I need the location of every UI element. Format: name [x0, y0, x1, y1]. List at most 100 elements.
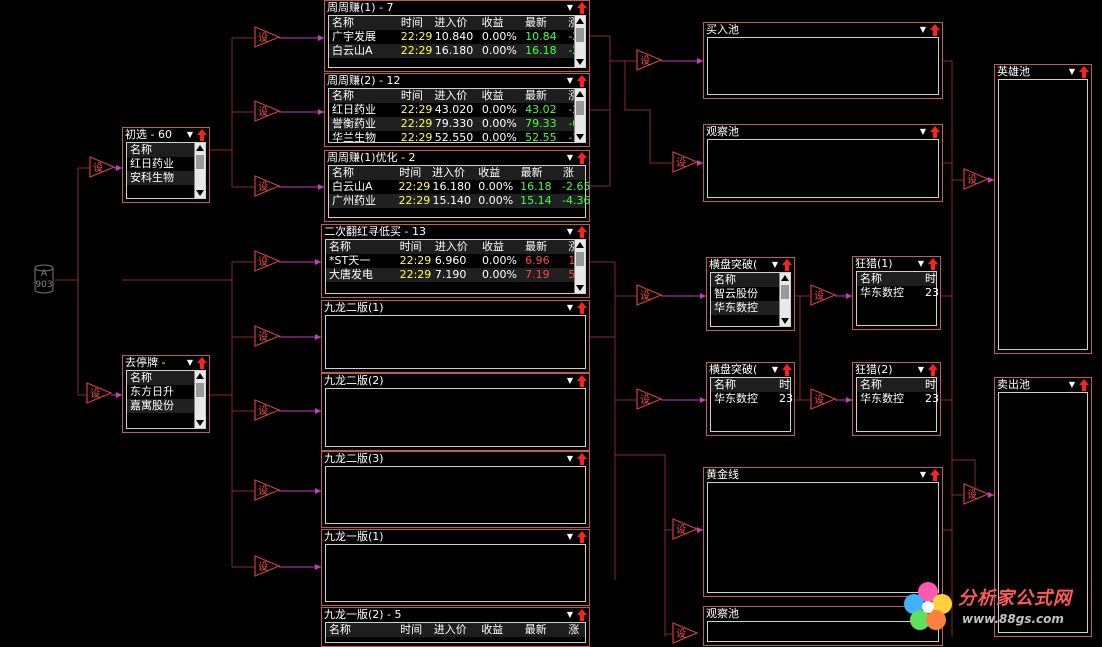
panel-list[interactable]: [707, 482, 939, 593]
panel-list[interactable]: [707, 37, 939, 95]
panel-list[interactable]: [325, 315, 586, 369]
panel-p-jl2-3[interactable]: 九龙二版(3)▼: [321, 451, 590, 528]
up-arrow-icon[interactable]: [577, 302, 587, 314]
panel-list[interactable]: 名称东方日升嘉寓股份: [126, 370, 206, 429]
up-arrow-icon[interactable]: [1079, 66, 1089, 78]
dropdown-icon[interactable]: ▼: [566, 376, 574, 385]
condition-node-icon[interactable]: 设: [254, 555, 281, 577]
condition-node-icon[interactable]: 设: [636, 388, 663, 410]
table-row[interactable]: 嘉寓股份: [127, 399, 205, 413]
condition-node-icon[interactable]: 设: [254, 479, 281, 501]
up-arrow-icon[interactable]: [577, 375, 587, 387]
panel-p-hengpan1[interactable]: 横盘突破(▼名称智云股份华东数控: [706, 257, 795, 331]
condition-node-icon[interactable]: 设: [254, 250, 281, 272]
dropdown-icon[interactable]: ▼: [566, 76, 574, 85]
panel-list[interactable]: [998, 392, 1088, 633]
dropdown-icon[interactable]: ▼: [566, 153, 574, 162]
scrollbar[interactable]: [574, 89, 585, 142]
condition-node-icon[interactable]: 设: [810, 284, 837, 306]
up-arrow-icon[interactable]: [577, 453, 587, 465]
dropdown-icon[interactable]: ▼: [917, 259, 925, 268]
panel-p-jl2-2[interactable]: 九龙二版(2)▼: [321, 373, 590, 451]
scrollbar[interactable]: [194, 143, 205, 198]
scrollbar-thumb[interactable]: [196, 383, 204, 397]
condition-node-icon[interactable]: 设: [636, 49, 663, 71]
dropdown-icon[interactable]: ▼: [566, 3, 574, 12]
panel-p-guancha2[interactable]: 观察池▼: [703, 606, 943, 646]
condition-node-icon[interactable]: 设: [254, 399, 281, 421]
up-arrow-icon[interactable]: [930, 24, 940, 36]
up-arrow-icon[interactable]: [930, 469, 940, 481]
dropdown-icon[interactable]: ▼: [566, 303, 574, 312]
scrollbar-thumb[interactable]: [196, 155, 204, 169]
dropdown-icon[interactable]: ▼: [1068, 380, 1076, 389]
dropdown-icon[interactable]: ▼: [771, 260, 779, 269]
scrollbar[interactable]: [574, 240, 585, 293]
panel-p-quting[interactable]: 去停牌 -▼名称东方日升嘉寓股份: [122, 355, 210, 433]
panel-list[interactable]: 名称时间进入价收益最新涨*ST天一22:296.9600.00%6.961.大唐…: [325, 239, 586, 294]
up-arrow-icon[interactable]: [577, 152, 587, 164]
scrollbar-thumb[interactable]: [576, 252, 584, 266]
dropdown-icon[interactable]: ▼: [566, 532, 574, 541]
up-arrow-icon[interactable]: [577, 226, 587, 238]
condition-node-icon[interactable]: 设: [810, 388, 837, 410]
panel-list[interactable]: [707, 139, 939, 198]
panel-list[interactable]: 名称时间进入价收益最新涨红日药业22:2943.0200.00%43.02-2誉…: [328, 88, 586, 145]
table-row[interactable]: 安科生物: [127, 171, 205, 185]
condition-node-icon[interactable]: 设: [963, 168, 990, 190]
panel-p-zz2[interactable]: 周周赚(2) - 12▼名称时间进入价收益最新涨红日药业22:2943.0200…: [324, 73, 590, 147]
panel-list[interactable]: 名称红日药业安科生物: [126, 142, 206, 199]
dropdown-icon[interactable]: ▼: [917, 365, 925, 374]
scrollbar[interactable]: [194, 371, 205, 428]
panel-list[interactable]: [325, 466, 586, 524]
panel-p-zz1[interactable]: 周周赚(1) - 7▼名称时间进入价收益最新涨广宇发展22:2910.8400.…: [324, 0, 590, 72]
panel-p-maichu[interactable]: 卖出池▼: [994, 377, 1092, 637]
scrollbar-thumb[interactable]: [576, 28, 584, 42]
condition-node-icon[interactable]: 设: [672, 518, 699, 540]
condition-node-icon[interactable]: 设: [86, 382, 113, 404]
dropdown-icon[interactable]: ▼: [771, 365, 779, 374]
dropdown-icon[interactable]: ▼: [1068, 67, 1076, 76]
dropdown-icon[interactable]: ▼: [566, 454, 574, 463]
scrollbar[interactable]: [574, 16, 585, 67]
dropdown-icon[interactable]: ▼: [186, 130, 194, 139]
table-row[interactable]: 东方日升: [127, 385, 205, 399]
panel-list[interactable]: [707, 621, 939, 642]
up-arrow-icon[interactable]: [577, 75, 587, 87]
up-arrow-icon[interactable]: [197, 129, 207, 141]
dropdown-icon[interactable]: ▼: [919, 127, 927, 136]
condition-node-icon[interactable]: 设: [254, 325, 281, 347]
up-arrow-icon[interactable]: [782, 259, 792, 271]
up-arrow-icon[interactable]: [930, 126, 940, 138]
condition-node-icon[interactable]: 设: [89, 156, 116, 178]
condition-node-icon[interactable]: 设: [672, 151, 699, 173]
condition-node-icon[interactable]: 设: [963, 483, 990, 505]
dropdown-icon[interactable]: ▼: [566, 227, 574, 236]
panel-p-ecf[interactable]: 二次翻红寻低买 - 13▼名称时间进入价收益最新涨*ST天一22:296.960…: [321, 224, 590, 298]
up-arrow-icon[interactable]: [577, 2, 587, 14]
panel-list[interactable]: [325, 388, 586, 447]
up-arrow-icon[interactable]: [782, 364, 792, 376]
up-arrow-icon[interactable]: [928, 364, 938, 376]
panel-p-mairu[interactable]: 买入池▼: [703, 22, 943, 99]
panel-p-chuxuan[interactable]: 初选 - 60▼名称红日药业安科生物: [122, 127, 210, 203]
table-row[interactable]: 华东数控: [711, 301, 790, 315]
